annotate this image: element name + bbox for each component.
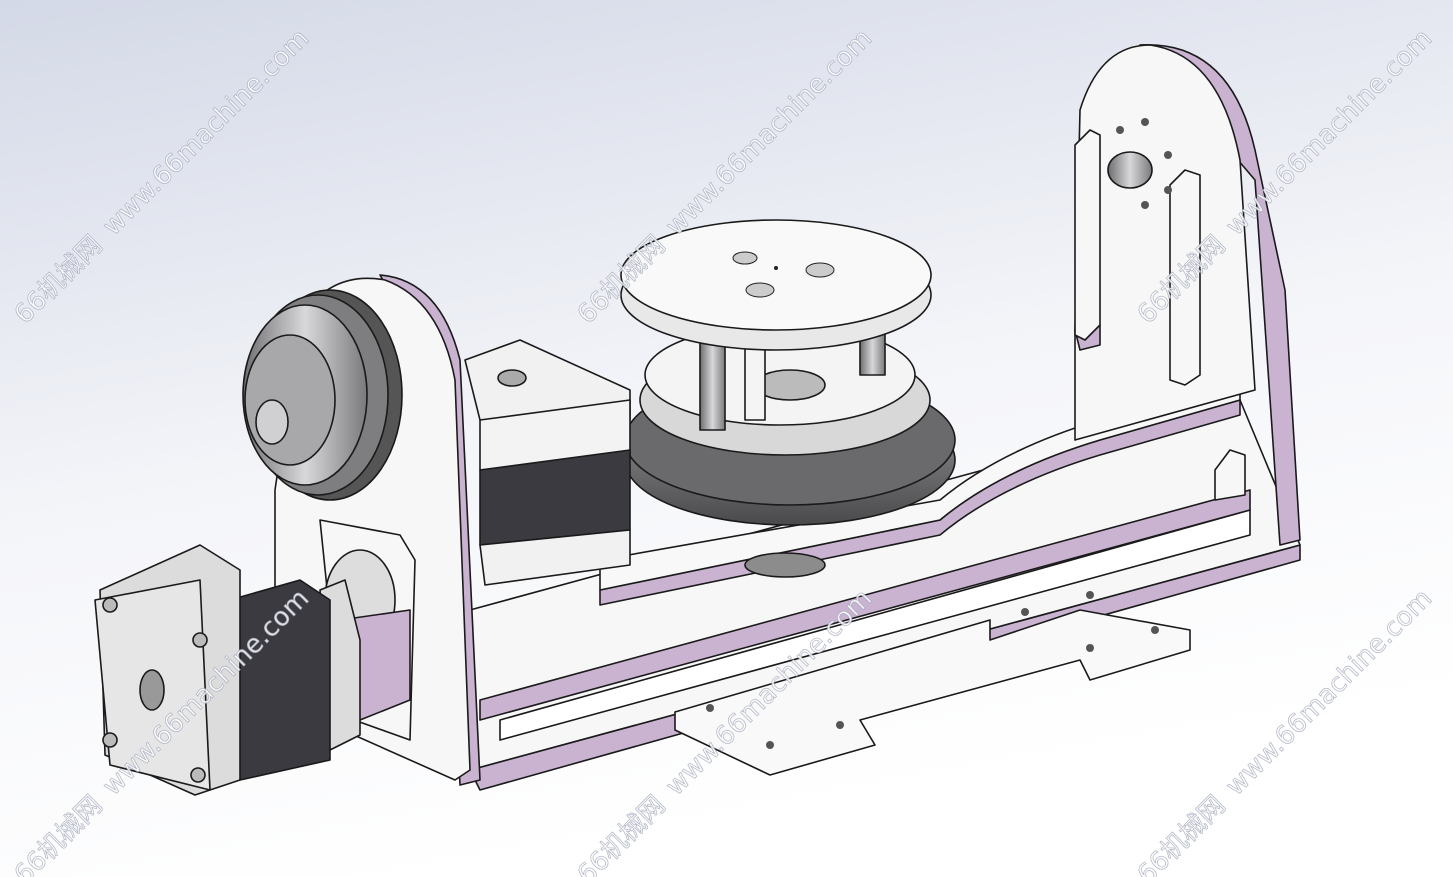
stepper-motor-top xyxy=(464,339,631,586)
foot-tab-rear xyxy=(1021,591,1159,652)
timing-pulley xyxy=(242,289,403,501)
right-bracket xyxy=(1074,44,1301,546)
turntable-platform xyxy=(620,219,932,431)
stepper-motor-front xyxy=(94,544,411,796)
foot-tab-front xyxy=(706,704,844,749)
shaft-stub xyxy=(1107,151,1153,189)
base-tray xyxy=(469,399,1301,791)
